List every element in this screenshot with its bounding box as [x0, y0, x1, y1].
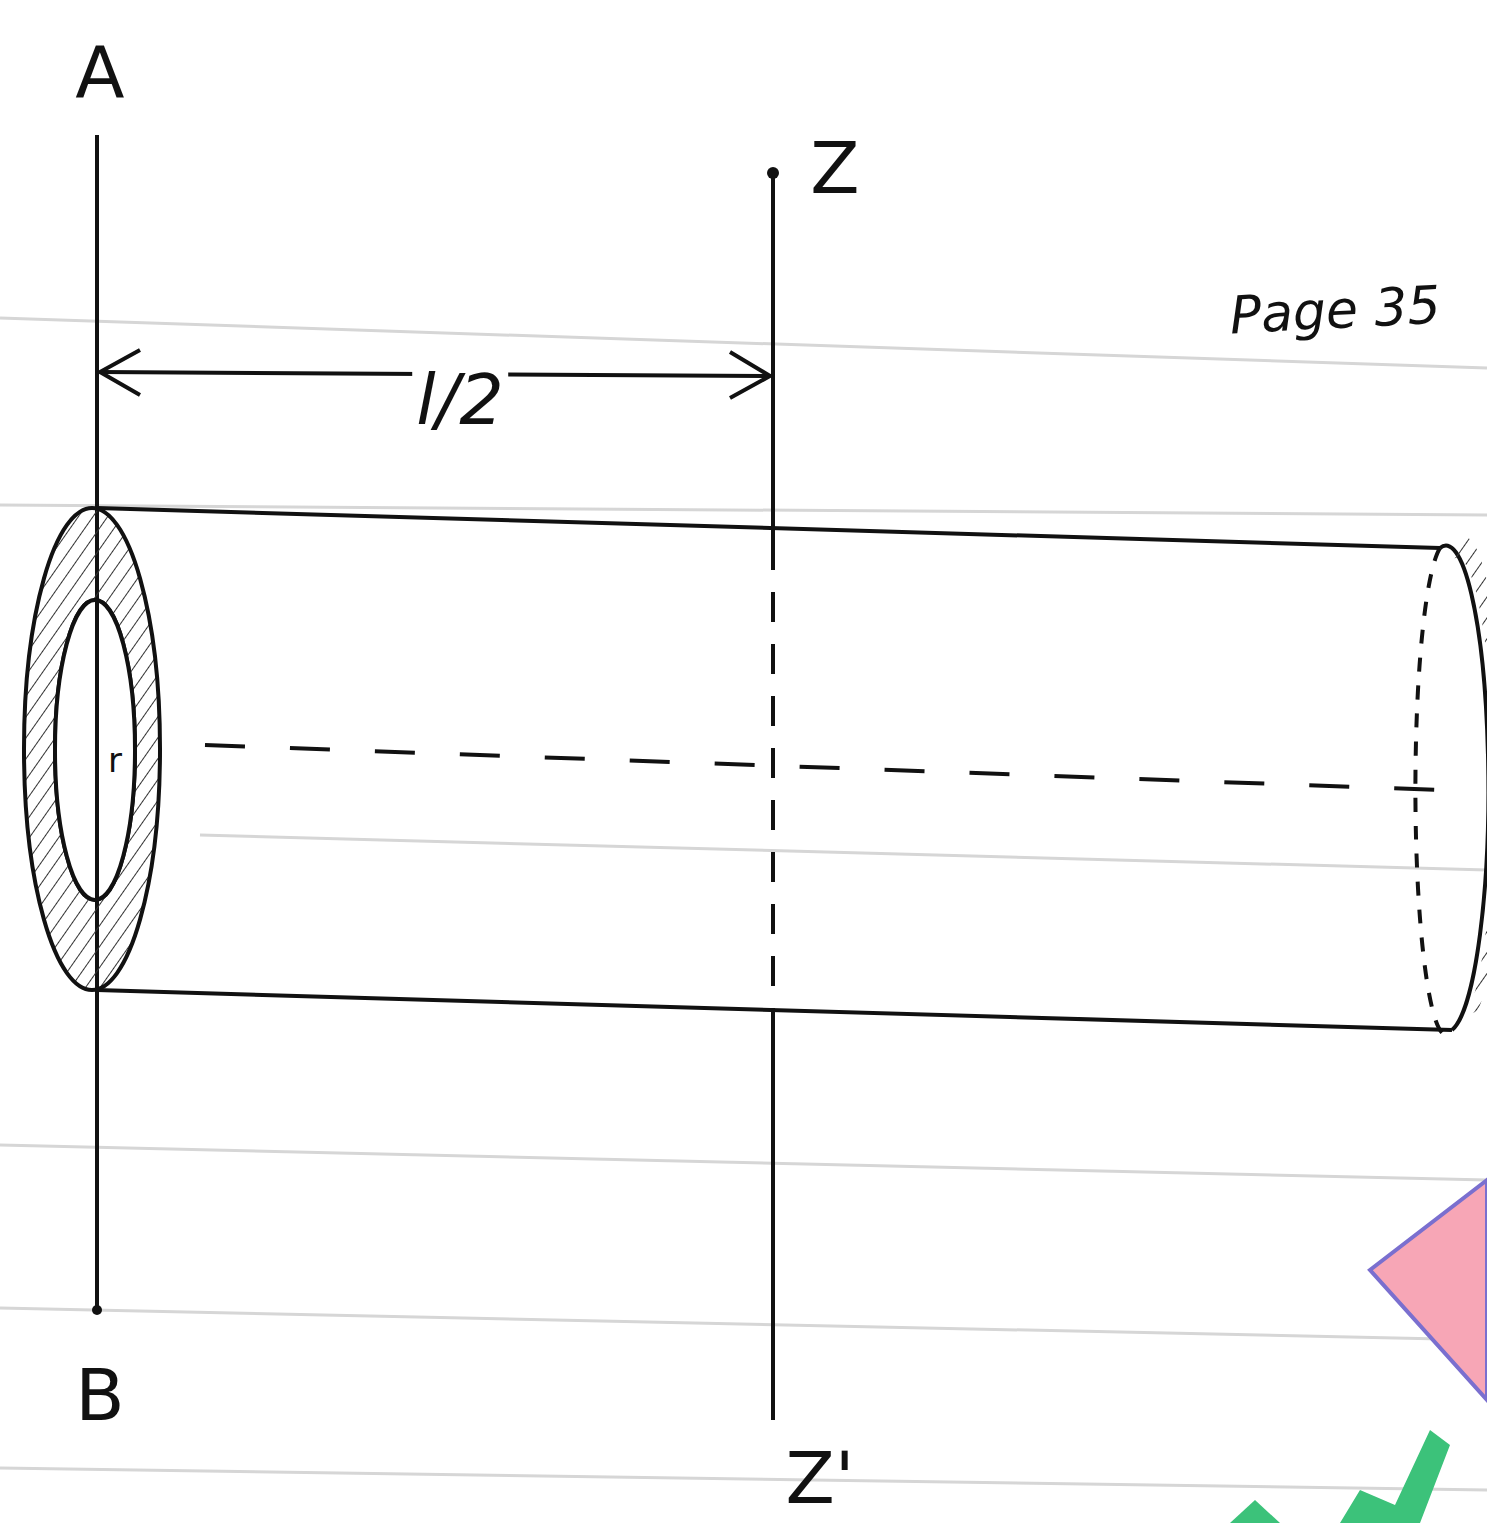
axis-line — [771, 175, 775, 540]
dimension-label: l/2 — [412, 363, 508, 437]
watermark-check — [1340, 1430, 1450, 1523]
axis-line — [95, 135, 99, 1310]
radius-label: r — [104, 741, 126, 779]
watermark-shape — [1370, 1180, 1487, 1400]
tube-outline — [97, 508, 1440, 548]
axis-label: B — [71, 1357, 128, 1433]
tube-end — [1440, 546, 1487, 1030]
axis-label: A — [71, 34, 128, 110]
page-note: Page 35 — [1224, 276, 1446, 343]
tube-axis — [205, 745, 1440, 790]
tube-end-ring — [24, 508, 160, 990]
axis-label: Z' — [781, 1440, 858, 1516]
axis-label: Z — [806, 130, 863, 206]
watermark-shape — [1230, 1500, 1280, 1523]
paper-rules — [0, 318, 1487, 1490]
